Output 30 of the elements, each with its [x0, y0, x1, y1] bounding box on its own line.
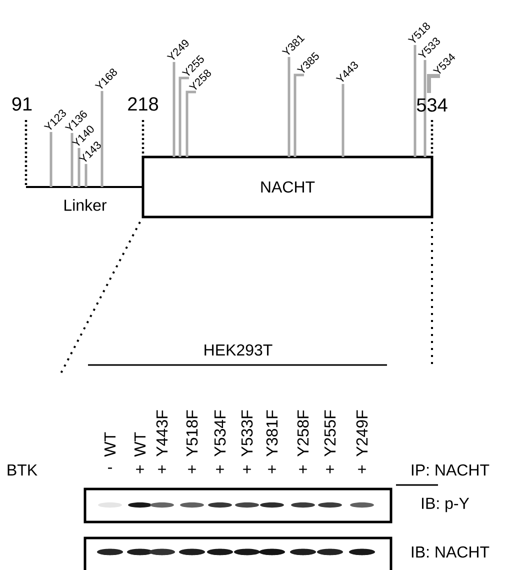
text-label: +: [268, 465, 276, 474]
text-label: IB: NACHT: [412, 546, 490, 558]
text-label: -: [108, 468, 112, 469]
text-label: +: [158, 465, 166, 474]
text-label: +: [358, 465, 366, 474]
lane-label: Y381F: [266, 410, 278, 456]
text-label: +: [136, 465, 144, 474]
lane-label: WT: [104, 432, 116, 457]
text-label: BTK: [8, 464, 38, 476]
text-label: HEK293T: [204, 344, 272, 356]
text-label: +: [188, 465, 196, 474]
text-label: +: [326, 465, 334, 474]
lane-label: Y249F: [356, 410, 368, 456]
lane-label: WT: [134, 432, 146, 457]
lane-label: Y443F: [156, 410, 168, 456]
lane-label: Y258F: [297, 410, 309, 456]
residue-number: 218: [128, 97, 158, 111]
residue-number: 534: [416, 98, 448, 112]
residue-number: 91: [12, 97, 32, 111]
text-label: +: [216, 465, 224, 474]
text-label: IB: p-Y: [422, 498, 470, 512]
text-label: +: [243, 465, 251, 474]
text-label: +: [299, 465, 307, 474]
text-label: IP: NACHT: [412, 464, 490, 476]
lane-label: Y534F: [214, 410, 226, 456]
text-label: Linker: [64, 199, 107, 211]
domain-box: NACHT: [142, 156, 434, 218]
lane-label: Y255F: [324, 410, 336, 456]
lane-label: Y533F: [241, 410, 253, 456]
lane-label: Y518F: [186, 410, 198, 456]
